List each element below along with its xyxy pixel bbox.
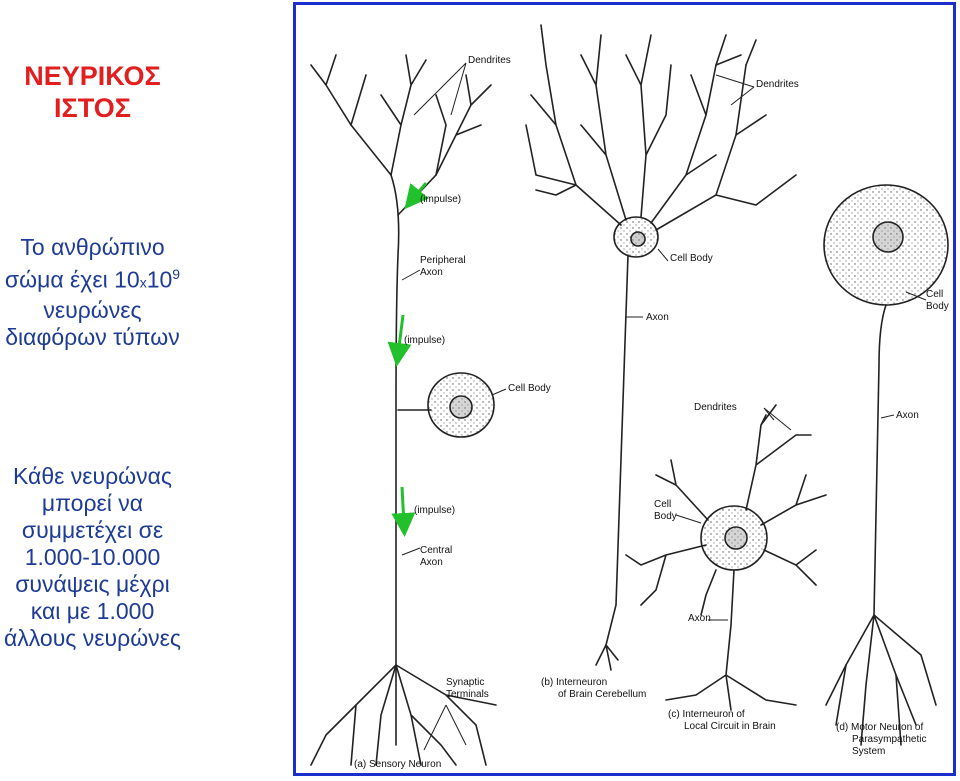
caption-c-2: Local Circuit in Brain: [684, 721, 776, 732]
label-cell-body-a: Cell Body: [508, 383, 551, 394]
caption-a: (a) Sensory Neuron: [354, 759, 441, 770]
caption-d-2: Parasympathetic: [852, 734, 926, 745]
label-cell-body-d-2: Body: [926, 301, 949, 312]
caption-d-3: System: [852, 746, 885, 757]
local-circuit-interneuron: [625, 404, 827, 711]
neuron-diagram-frame: Dendrites (impulse) Peripheral Axon (imp…: [293, 2, 956, 776]
label-dendrites-b: Dendrites: [756, 79, 799, 90]
caption-c-1: (c) Interneuron of: [668, 709, 745, 720]
label-axon-d: Axon: [896, 410, 919, 421]
label-cell-body-d-1: Cell: [926, 289, 943, 300]
label-impulse-2: (impulse): [404, 335, 445, 346]
label-peripheral-2: Axon: [420, 267, 443, 278]
label-cell-body-b: Cell Body: [670, 253, 713, 264]
label-dendrites-a: Dendrites: [468, 55, 511, 66]
label-central-2: Axon: [420, 557, 443, 568]
label-synaptic-1: Synaptic: [446, 677, 484, 688]
neuron-diagram: Dendrites (impulse) Peripheral Axon (imp…: [310, 24, 949, 770]
caption-b-2: of Brain Cerebellum: [558, 689, 646, 700]
impulse-arrows: [387, 182, 429, 537]
caption-b-1: (b) Interneuron: [541, 677, 607, 688]
label-impulse-1: (impulse): [420, 194, 461, 205]
label-synaptic-2: Terminals: [446, 689, 489, 700]
label-dendrites-c: Dendrites: [694, 402, 737, 413]
label-axon-b: Axon: [646, 312, 669, 323]
label-axon-c: Axon: [688, 613, 711, 624]
sensory-neuron: [310, 54, 497, 766]
caption-d-1: (d) Motor Neuron of: [836, 722, 923, 733]
label-cell-body-c-1: Cell: [654, 499, 671, 510]
left-text-column: ΝΕΥΡΙΚΟΣ ΙΣΤΟΣ Το ανθρώπινο σώμα έχει 10…: [0, 0, 290, 781]
label-central-1: Central: [420, 545, 452, 556]
label-peripheral-1: Peripheral: [420, 255, 466, 266]
neuron-count-text: Το ανθρώπινο σώμα έχει 10x109 νευρώνες δ…: [4, 234, 181, 350]
motor-neuron: [823, 184, 949, 746]
cerebellum-interneuron: [525, 24, 797, 671]
label-impulse-3: (impulse): [414, 505, 455, 516]
title-line-2: ΙΣΤΟΣ: [54, 93, 131, 123]
label-cell-body-c-2: Body: [654, 511, 677, 522]
synapse-text: Κάθε νευρώνας μπορεί να συμμετέχει σε 1.…: [3, 463, 181, 651]
title-line-1: ΝΕΥΡΙΚΟΣ: [24, 61, 161, 91]
